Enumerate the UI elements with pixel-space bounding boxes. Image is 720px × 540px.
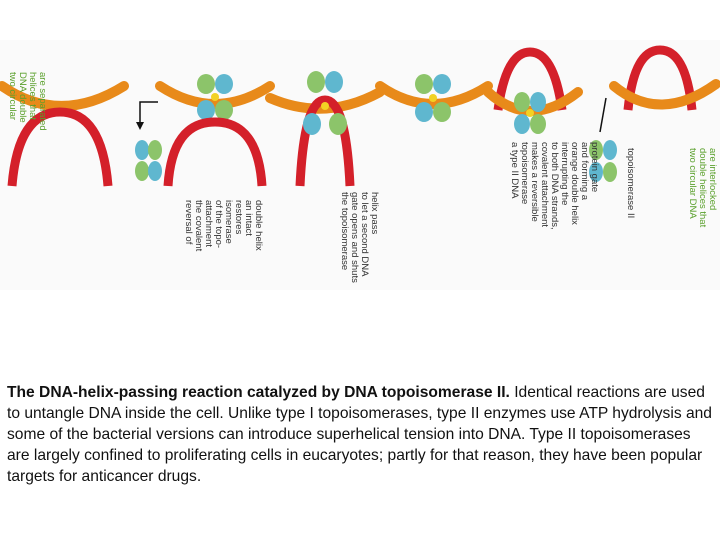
label-line: isomerase: [223, 200, 234, 244]
red-dna-helix: [623, 45, 697, 111]
label-line: topoisomerase II: [625, 148, 636, 218]
label-line: DNA double: [17, 72, 28, 123]
transition-arrow: [139, 101, 158, 124]
label-step6: two circular DNA double helices that are…: [687, 148, 718, 228]
label-line: protein gate: [589, 142, 600, 192]
label-line: are interlocked: [707, 148, 718, 210]
label-step1: two circular DNA double helices that are…: [7, 72, 48, 131]
red-dna-helix: [493, 47, 567, 111]
orange-dna-helix: [375, 81, 493, 109]
label-line: are separated: [37, 72, 48, 131]
label-step5: topoisomerase II: [625, 148, 636, 218]
caption-body: Identical reactions are used to untangle…: [7, 384, 712, 485]
orange-dna-helix: [609, 79, 720, 110]
label-line: helix pass: [369, 192, 380, 234]
label-line: covalent attachment: [539, 142, 550, 227]
label-line: two circular: [7, 72, 18, 120]
label-line: makes a reversible: [529, 142, 540, 222]
label-line: interrupting the: [559, 142, 570, 205]
free-topoisomerase: [589, 140, 617, 182]
label-line: a type II DNA: [509, 142, 520, 199]
topoisomerase-diagram: two circular DNA double helices that are…: [0, 40, 720, 290]
label-line: double helix: [253, 200, 264, 251]
topoisomerase-enzyme: [514, 92, 546, 134]
topoisomerase-enzyme: [197, 74, 233, 120]
label-step2: reversal of the covalent attachment of t…: [183, 200, 264, 252]
label-line: to both DNA strands,: [549, 142, 560, 230]
orange-dna-helix: [155, 81, 275, 109]
label-line: the covalent: [193, 200, 204, 252]
red-dna-helix: [163, 117, 267, 187]
topoisomerase-enzyme: [415, 74, 451, 122]
label-line: the topoisomerase: [339, 192, 350, 270]
label-line: and forming a: [579, 142, 590, 201]
label-line: double helices that: [697, 148, 708, 228]
orange-dna-helix: [0, 81, 129, 111]
label-line: topoisomerase: [519, 142, 530, 204]
label-line: an intact: [243, 200, 254, 236]
label-line: of the topo-: [213, 200, 224, 248]
red-dna-helix: [7, 107, 113, 187]
label-line: two circular DNA: [687, 148, 698, 219]
label-line: reversal of: [183, 200, 194, 245]
label-step3: the topoisomerase gate opens and shuts t…: [339, 192, 380, 283]
arrowhead: [136, 122, 144, 130]
label-line: orange double helix: [569, 142, 580, 225]
released-topoisomerase: [135, 140, 162, 181]
caption-title: The DNA-helix-passing reaction catalyzed…: [7, 384, 510, 401]
figure-caption: The DNA-helix-passing reaction catalyzed…: [7, 382, 715, 487]
binding-arrow: [599, 97, 607, 133]
label-line: restores: [233, 200, 244, 235]
label-line: gate opens and shuts: [349, 192, 360, 283]
topoisomerase-enzyme: [303, 71, 347, 135]
label-line: attachment: [203, 200, 214, 247]
red-dna-helix: [295, 95, 355, 187]
label-line: helices that: [27, 72, 38, 120]
label-line: to let a second DNA: [359, 192, 370, 277]
label-step4: a type II DNA topoisomerase makes a reve…: [509, 142, 600, 230]
